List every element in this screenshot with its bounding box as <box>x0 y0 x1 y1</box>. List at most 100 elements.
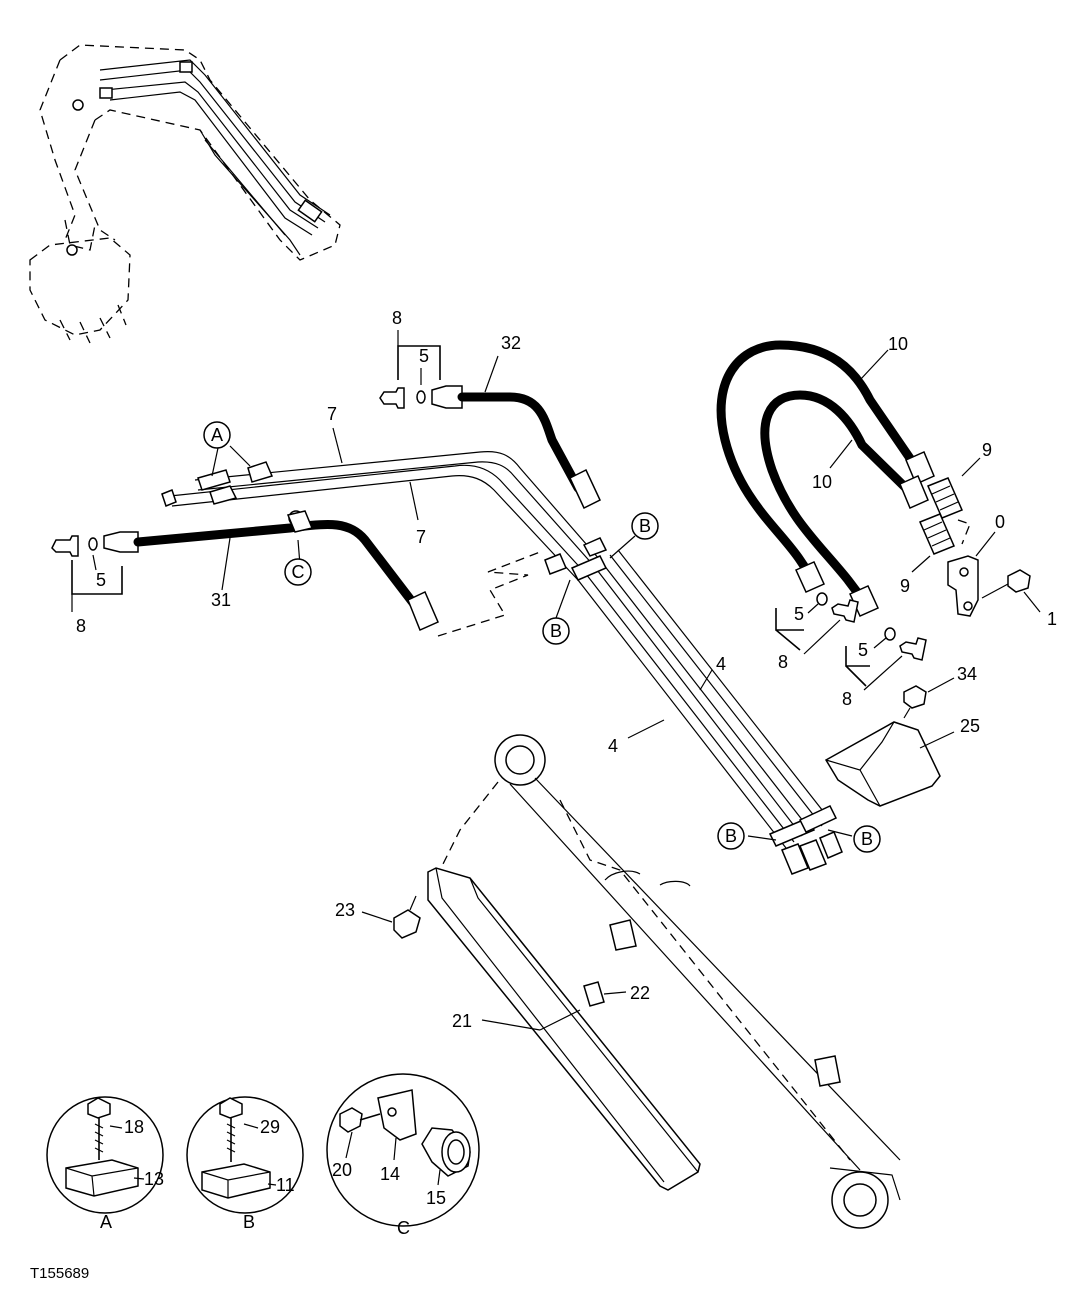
leader-5-right-lower <box>873 637 887 649</box>
bracket-0 <box>947 555 979 617</box>
callout-22: 22 <box>630 983 650 1003</box>
leader-25 <box>919 731 955 749</box>
callout-7-lower: 7 <box>416 527 426 547</box>
svg-text:A: A <box>211 425 223 445</box>
callout-5-right-lower: 5 <box>858 640 868 660</box>
leader-23 <box>361 911 393 923</box>
callout-10-upper: 10 <box>888 334 908 354</box>
leader-4-lower <box>627 719 665 739</box>
leader-34 <box>927 677 955 693</box>
fitting-23 <box>393 895 421 939</box>
leader-0 <box>975 531 996 557</box>
svg-text:B: B <box>725 826 737 846</box>
svg-text:B: B <box>861 829 873 849</box>
detail-b-label: B <box>243 1212 255 1232</box>
detail-a-clamp-label: 13 <box>144 1169 164 1189</box>
leader-b3 <box>747 835 777 841</box>
callout-4-lower: 4 <box>608 736 618 756</box>
detail-c: 20 14 15 C <box>326 1073 480 1238</box>
dashed-link-31 <box>437 551 541 637</box>
callout-8-right-upper: 8 <box>778 652 788 672</box>
detail-c-label: C <box>397 1218 410 1238</box>
callout-9-lower: 9 <box>900 576 910 596</box>
leader-9-upper <box>961 457 981 477</box>
callout-7-upper: 7 <box>327 404 337 424</box>
o-ring-5-top <box>416 390 426 404</box>
figure-id: T155689 <box>30 1265 89 1282</box>
dashed-link-cylinder <box>439 781 499 871</box>
leader-7-lower <box>409 481 419 521</box>
detail-c-bolt-label: 20 <box>332 1160 352 1180</box>
leader-9-lower <box>911 555 931 573</box>
clamp-c-on-hose-31 <box>286 510 314 533</box>
leader-21 <box>481 1019 541 1031</box>
svg-text:B: B <box>639 516 651 536</box>
leader-5-right-upper <box>807 603 819 614</box>
callout-labels: 1 0 4 4 5 5 5 5 7 7 8 8 8 8 9 9 10 10 21… <box>76 308 1057 1031</box>
bolt-34 <box>903 685 927 719</box>
o-ring-5-left <box>88 537 98 551</box>
callout-31: 31 <box>211 590 231 610</box>
o-ring-5-right-upper <box>816 592 828 606</box>
tubes-4 <box>544 537 843 875</box>
detail-a-label: A <box>100 1212 112 1232</box>
bolt-1 <box>981 569 1031 599</box>
callout-8-top: 8 <box>392 308 402 328</box>
leader-b2 <box>555 579 571 619</box>
hose-31 <box>103 519 439 632</box>
fitting-8-left <box>51 535 79 557</box>
detail-b-bolt-label: 29 <box>260 1117 280 1137</box>
fitting-8-right-lower <box>899 637 927 661</box>
detail-a-bolt-label: 18 <box>124 1117 144 1137</box>
hoses-10 <box>716 340 935 617</box>
detail-c-bushing-label: 15 <box>426 1188 446 1208</box>
callout-8-right-lower: 8 <box>842 689 852 709</box>
detail-b: 29 11 B <box>186 1096 304 1232</box>
svg-text:C: C <box>292 562 305 582</box>
marker-b-1: B <box>631 512 659 540</box>
callout-10-lower: 10 <box>812 472 832 492</box>
excavator-overview-drawing <box>29 44 341 344</box>
marker-b-2: B <box>542 617 570 645</box>
guard-25 <box>824 721 941 807</box>
fitting-8-top <box>379 387 405 409</box>
o-ring-5-right-lower <box>884 627 896 641</box>
leader-5-left <box>92 554 97 571</box>
callout-23: 23 <box>335 900 355 920</box>
leader-b1 <box>609 535 636 559</box>
callout-5-top: 5 <box>419 346 429 366</box>
fittings-9 <box>919 477 971 555</box>
marker-b-3: B <box>717 822 745 850</box>
marker-a-top: A <box>203 421 231 449</box>
cylinder <box>494 734 901 1229</box>
leader-8-right-upper <box>803 619 841 655</box>
detail-c-bracket-label: 14 <box>380 1164 400 1184</box>
fitting-8-right-upper <box>831 599 859 623</box>
bracket-8-5-right-upper <box>775 608 804 651</box>
leader-10-upper <box>859 349 889 381</box>
fitting-22 <box>583 981 605 1007</box>
callout-9-upper: 9 <box>982 440 992 460</box>
svg-text:B: B <box>550 621 562 641</box>
leader-4-upper <box>699 669 713 691</box>
callout-5-left: 5 <box>96 570 106 590</box>
leader-8-right-lower <box>863 655 903 691</box>
marker-b-4: B <box>853 825 881 853</box>
leader-b4 <box>827 829 853 837</box>
hose-32 <box>431 385 601 510</box>
marker-c: C <box>284 558 312 586</box>
detail-b-clamp-label: 11 <box>276 1175 295 1195</box>
callout-34: 34 <box>957 664 977 684</box>
bracket-8-5-left <box>71 560 123 595</box>
leader-32 <box>484 355 499 393</box>
leader-a2 <box>229 445 251 467</box>
leader-a1 <box>211 447 219 477</box>
callout-25: 25 <box>960 716 980 736</box>
leader-22 <box>603 991 627 995</box>
callout-5-right-upper: 5 <box>794 604 804 624</box>
guard-21 <box>427 867 701 1191</box>
bracket-8-5-right-lower <box>845 646 870 687</box>
callout-1: 1 <box>1047 609 1057 629</box>
leader-21-b <box>539 1009 581 1031</box>
